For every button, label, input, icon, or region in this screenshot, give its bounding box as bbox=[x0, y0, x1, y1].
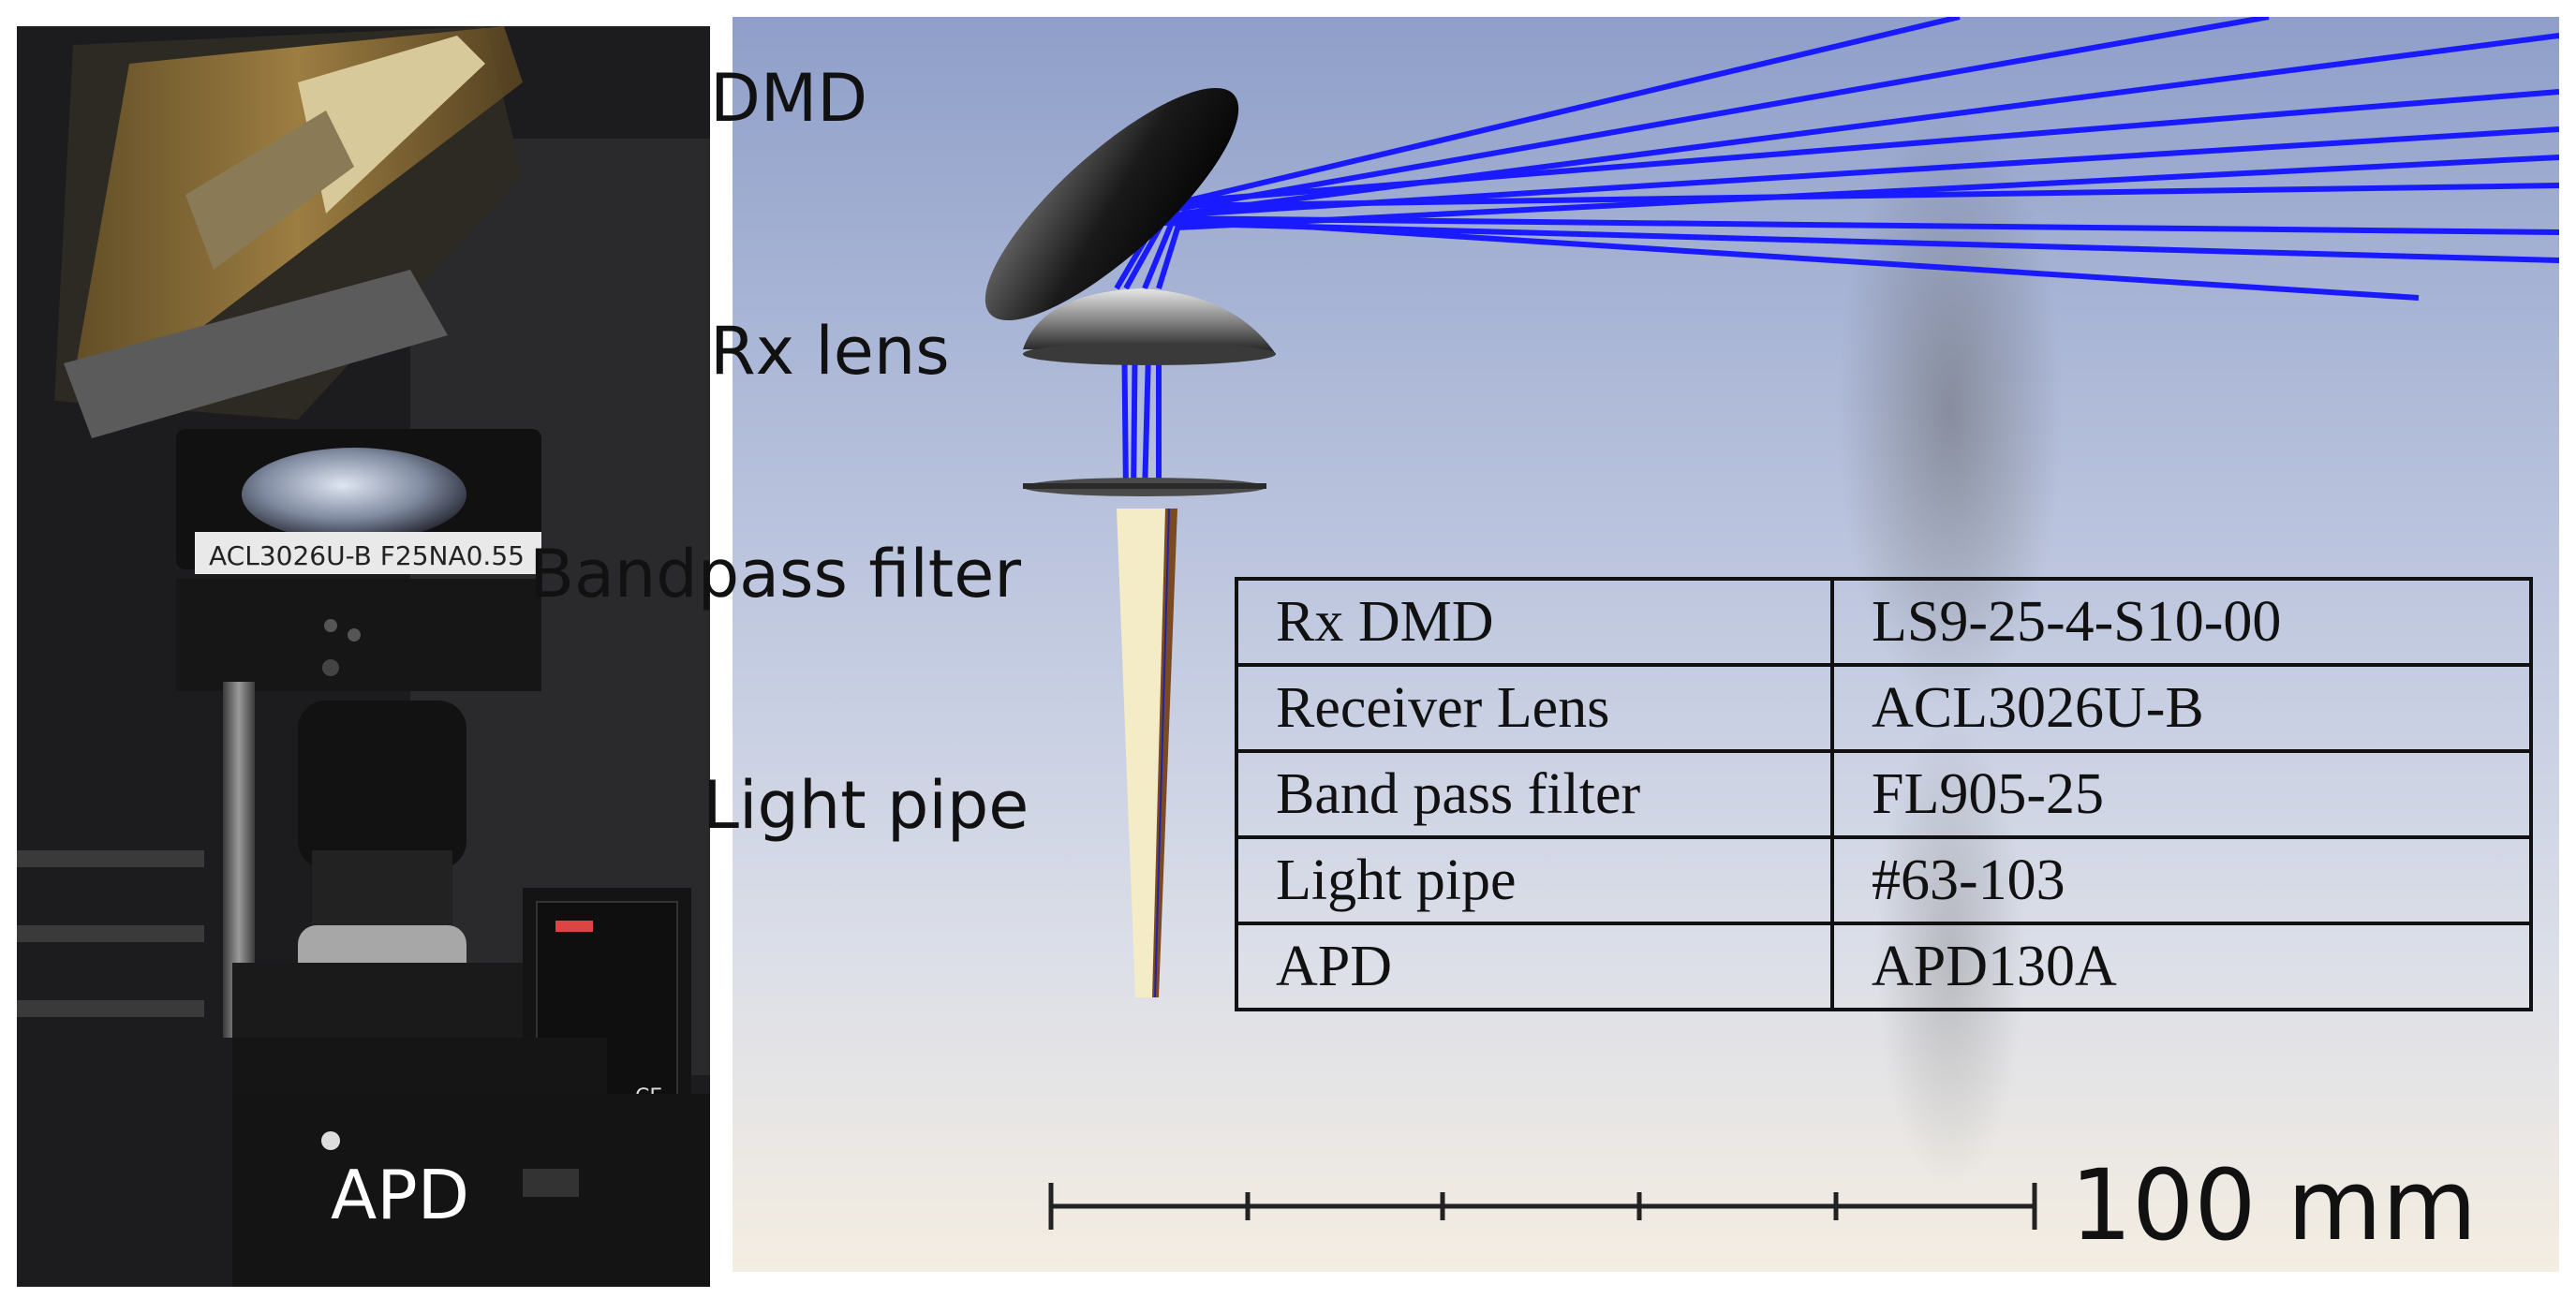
table-cell-part: LS9-25-4-S10-00 bbox=[1830, 577, 2533, 667]
table-cell-component: APD bbox=[1235, 922, 1834, 1011]
hardware-photo-drawing: ACL3026U-B F25NA0.55 CE bbox=[17, 26, 710, 1287]
table-cell-component: Receiver Lens bbox=[1235, 663, 1834, 753]
table-cell-component: Band pass filter bbox=[1235, 749, 1834, 839]
apd-photo-label: APD bbox=[331, 1156, 470, 1234]
light-pipe-tube bbox=[298, 701, 466, 1000]
scale-bar-label: 100 mm bbox=[2070, 1148, 2478, 1262]
table-row: APD APD130A bbox=[1235, 922, 2533, 1011]
table-row: Receiver Lens ACL3026U-B bbox=[1235, 663, 2533, 753]
apd-housing: CE bbox=[232, 888, 710, 1287]
hardware-photo: ACL3026U-B F25NA0.55 CE bbox=[17, 26, 710, 1287]
dmd-board bbox=[54, 26, 523, 438]
label-rx-lens: Rx lens bbox=[710, 313, 950, 390]
table-cell-part: #63-103 bbox=[1830, 835, 2533, 925]
table-row: Rx DMD LS9-25-4-S10-00 bbox=[1235, 577, 2533, 667]
background-shadow bbox=[1838, 111, 2063, 710]
table-cell-part: APD130A bbox=[1830, 922, 2533, 1011]
label-dmd: DMD bbox=[710, 60, 868, 137]
table-row: Band pass filter FL905-25 bbox=[1235, 749, 2533, 839]
table-cell-part: ACL3026U-B bbox=[1830, 663, 2533, 753]
rx-lens bbox=[1023, 288, 1276, 354]
table-cell-component: Light pipe bbox=[1235, 835, 1834, 925]
lens-mount: ACL3026U-B F25NA0.55 bbox=[176, 429, 541, 691]
table-cell-part: FL905-25 bbox=[1830, 749, 2533, 839]
component-table: Rx DMD LS9-25-4-S10-00 Receiver Lens ACL… bbox=[1235, 577, 2533, 1011]
table-row: Light pipe #63-103 bbox=[1235, 835, 2533, 925]
scale-bar bbox=[1048, 1183, 2037, 1230]
label-bandpass-filter: Bandpass filter bbox=[529, 536, 1022, 612]
lens-sticker-text: ACL3026U-B F25NA0.55 bbox=[209, 540, 525, 571]
label-light-pipe: Light pipe bbox=[703, 767, 1029, 844]
optical-rays bbox=[1114, 17, 2559, 495]
table-cell-component: Rx DMD bbox=[1235, 577, 1834, 667]
dmd-mirror bbox=[985, 87, 1239, 321]
